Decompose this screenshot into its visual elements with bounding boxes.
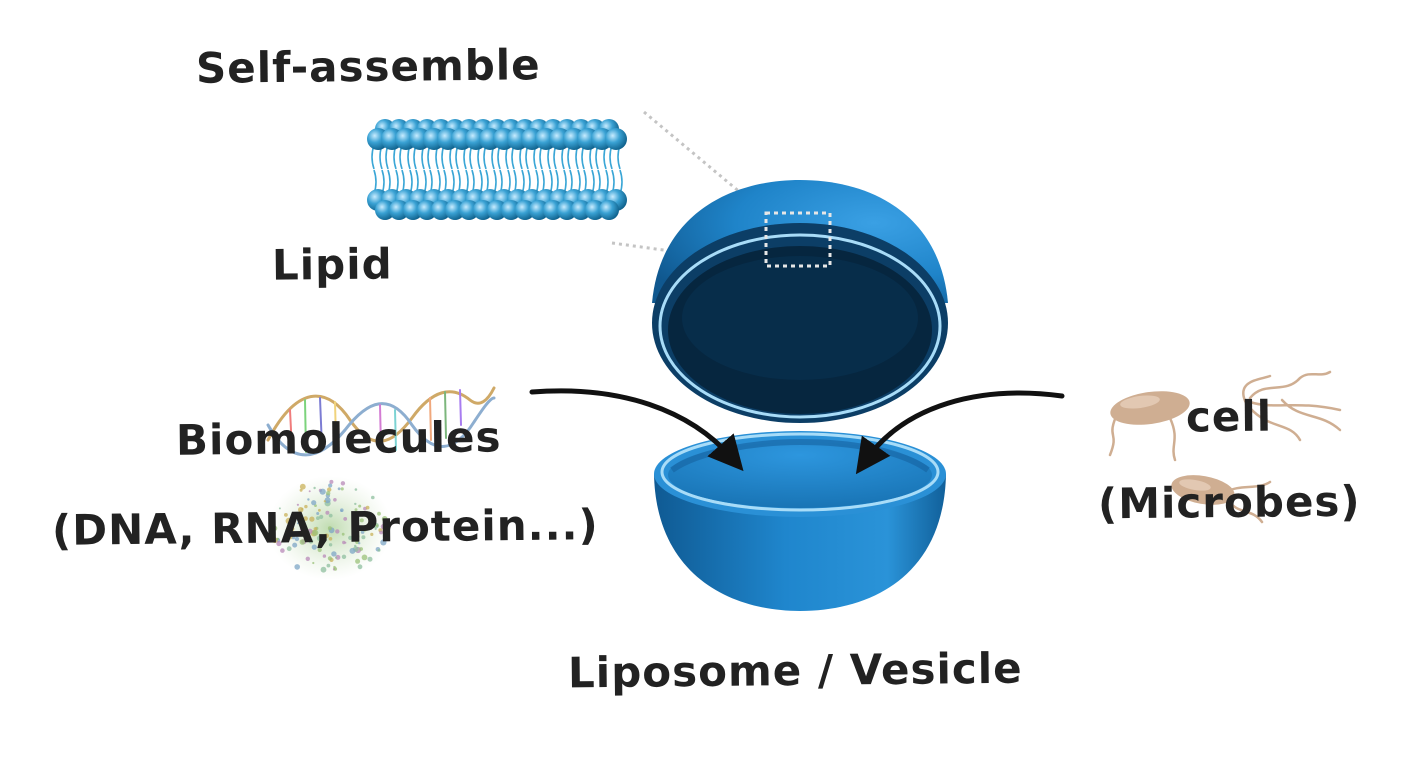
arrow-biomolecules [529,388,744,472]
label-liposome-vesicle: Liposome / Vesicle [567,643,1023,698]
zoom-box [764,211,832,268]
lipid-bilayer-icon [367,119,627,220]
dna-helix-icon [266,386,496,457]
protein-blob-icon [268,476,392,580]
label-cell: cell [1185,391,1273,442]
bacterium-icon [1108,370,1342,524]
label-self-assemble: Self-assemble [195,40,541,93]
label-biomolecules: Biomolecules [175,412,502,465]
vesicle-top-hemisphere [652,180,948,423]
arrow-cell [855,390,1065,475]
label-lipid: Lipid [271,239,393,290]
label-cell-examples: (Microbes) [1097,476,1361,529]
vesicle-bottom-hemisphere [654,431,946,611]
label-biomolecules-examples: (DNA, RNA, Protein...) [51,500,599,555]
arrows [529,388,1065,475]
